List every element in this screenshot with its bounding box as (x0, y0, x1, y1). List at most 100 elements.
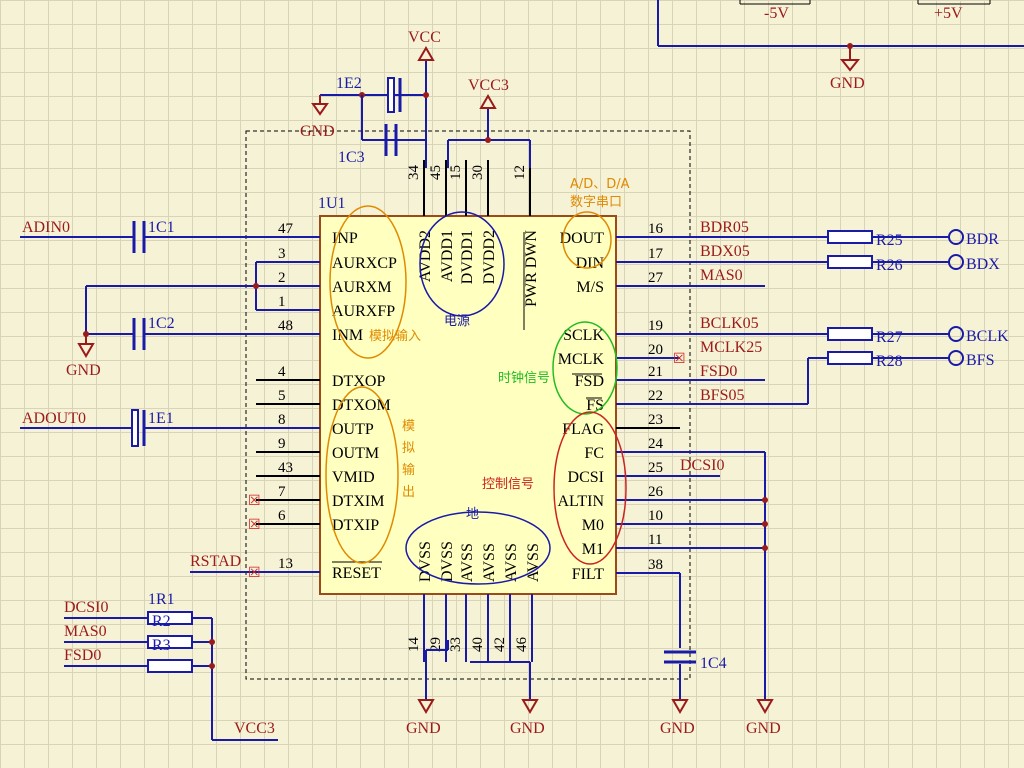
connector-bdx-label: BDX (966, 256, 1000, 273)
net-mclk25: MCLK25 (700, 339, 762, 356)
pin-name: AURXFP (332, 303, 395, 320)
pin-number: 8 (278, 412, 286, 428)
resistor-r27-label: R27 (876, 329, 903, 346)
pin-number: 16 (648, 221, 664, 237)
pin-number: 7 (278, 484, 286, 500)
resistor-1r1-label: 1R1 (148, 591, 175, 608)
pin-name: AVDD2 (417, 230, 434, 282)
gnd-label-left: GND (66, 362, 101, 379)
cap-1e1-label: 1E1 (148, 410, 174, 427)
pin-number: 6 (278, 508, 286, 524)
cap-1e1-icon (131, 409, 139, 447)
pin-number: 47 (278, 221, 294, 237)
pin-name: AURXM (332, 279, 392, 296)
no-connect-icon: ☒ (673, 352, 686, 367)
pin-number: 1 (278, 294, 286, 310)
pin-name: INM (332, 327, 363, 344)
pin-number: 46 (514, 637, 530, 653)
pin-number: 25 (648, 460, 663, 476)
pin-number: 34 (406, 165, 422, 181)
cap-1c3-label: 1C3 (338, 149, 365, 166)
right-output-wiring: R25 R26 BDR05 BDX05 MAS0 R27 R28 BCLK05 … (616, 219, 1009, 477)
net-dcsi0-right: DCSI0 (680, 457, 724, 474)
pin-number: 10 (648, 508, 663, 524)
pin-number: 26 (648, 484, 664, 500)
resistor-r28-label: R28 (876, 353, 903, 370)
connector-bdx-icon (948, 254, 964, 270)
pin-name: DTXOM (332, 397, 391, 414)
cap-1e2-label: 1E2 (336, 75, 362, 92)
ground-group-ellipse (405, 511, 551, 585)
pin-name: DTXIM (332, 493, 384, 510)
gnd-icon (671, 699, 689, 714)
no-connect-icon: ☒ (248, 518, 261, 533)
resistor-r27-icon (827, 327, 873, 341)
pin-name: FSD (575, 373, 604, 390)
resistor-r26-label: R26 (876, 257, 903, 274)
power-supply-block: -5V +5V GND (657, 0, 1024, 92)
gnd-icon (756, 699, 774, 714)
pin-number: 29 (428, 637, 444, 652)
pin-name: M/S (576, 279, 604, 296)
pin-name: SCLK (563, 327, 604, 344)
resistor-r25-icon (827, 230, 873, 244)
connector-bfs-label: BFS (966, 352, 994, 369)
annot-serial-port-2: 数字串口 (570, 195, 622, 210)
pin-name: VMID (332, 469, 375, 486)
vcc3-label-bottom: VCC3 (234, 720, 275, 737)
vcc-label: VCC (408, 29, 441, 46)
net-rstad: RSTAD (190, 553, 241, 570)
annot-power: 电源 (444, 314, 470, 329)
gnd-label-cap: GND (300, 123, 335, 140)
pin-number: 5 (278, 388, 286, 404)
pin-name: DVSS (439, 541, 456, 582)
no-connect-icon: ☒ (248, 566, 261, 581)
gnd-icon (77, 343, 95, 358)
pin-number: 30 (470, 165, 486, 180)
net-fsd0-right: FSD0 (700, 363, 737, 380)
net-dcsi0-left: DCSI0 (64, 599, 108, 616)
pin-name: DTXOP (332, 373, 385, 390)
pin-number: 13 (278, 556, 293, 572)
pin-name: FLAG (562, 421, 604, 438)
annot-serial-port-1: A/D、D/A (570, 177, 630, 192)
pin-name: ALTIN (557, 493, 604, 510)
pin-number: 24 (648, 436, 664, 452)
gnd-label-avss: GND (510, 720, 545, 737)
pin-name: AVSS (481, 543, 498, 582)
pin-number: 38 (648, 557, 663, 573)
analog-output-ellipse (325, 386, 399, 564)
serial-port-ellipse (562, 211, 612, 269)
left-input-wiring: ADIN0 1C1 1C2 GND ADOUT0 1E1 RSTAD ☒ ☒ ☒ (20, 219, 320, 581)
pin-name: DOUT (560, 230, 605, 247)
gnd-icon (839, 59, 861, 72)
pin-number: 42 (492, 637, 508, 652)
pin-name: INP (332, 230, 358, 247)
pin-name: AVSS (525, 543, 542, 582)
cap-1c2-label: 1C2 (148, 315, 175, 332)
pin-name: M0 (582, 517, 604, 534)
pin-number: 40 (470, 637, 486, 652)
pin-name: FC (584, 445, 604, 462)
pin-name: AVSS (459, 543, 476, 582)
annot-analog-output-4: 出 (402, 485, 415, 500)
pin-number: 14 (406, 637, 422, 653)
annot-clock-signal: 时钟信号 (498, 370, 550, 386)
gnd-label-dvss: GND (406, 720, 441, 737)
pin-number: 33 (448, 637, 464, 652)
annot-analog-output-2: 拟 (402, 441, 415, 456)
analog-input-ellipse (329, 205, 407, 359)
gnd-label-top: GND (830, 75, 865, 92)
vcc3-arrow-icon (479, 94, 497, 109)
gnd-icon (521, 699, 539, 714)
pin-name: AVSS (503, 543, 520, 582)
resistor-r2-label: R2 (152, 613, 171, 630)
gnd-icon (311, 103, 329, 116)
pin-number: 11 (648, 532, 662, 548)
pin-name: FILT (572, 566, 605, 583)
pin-number: 3 (278, 246, 286, 262)
pin-number: 23 (648, 412, 663, 428)
net-bdx05: BDX05 (700, 243, 750, 260)
